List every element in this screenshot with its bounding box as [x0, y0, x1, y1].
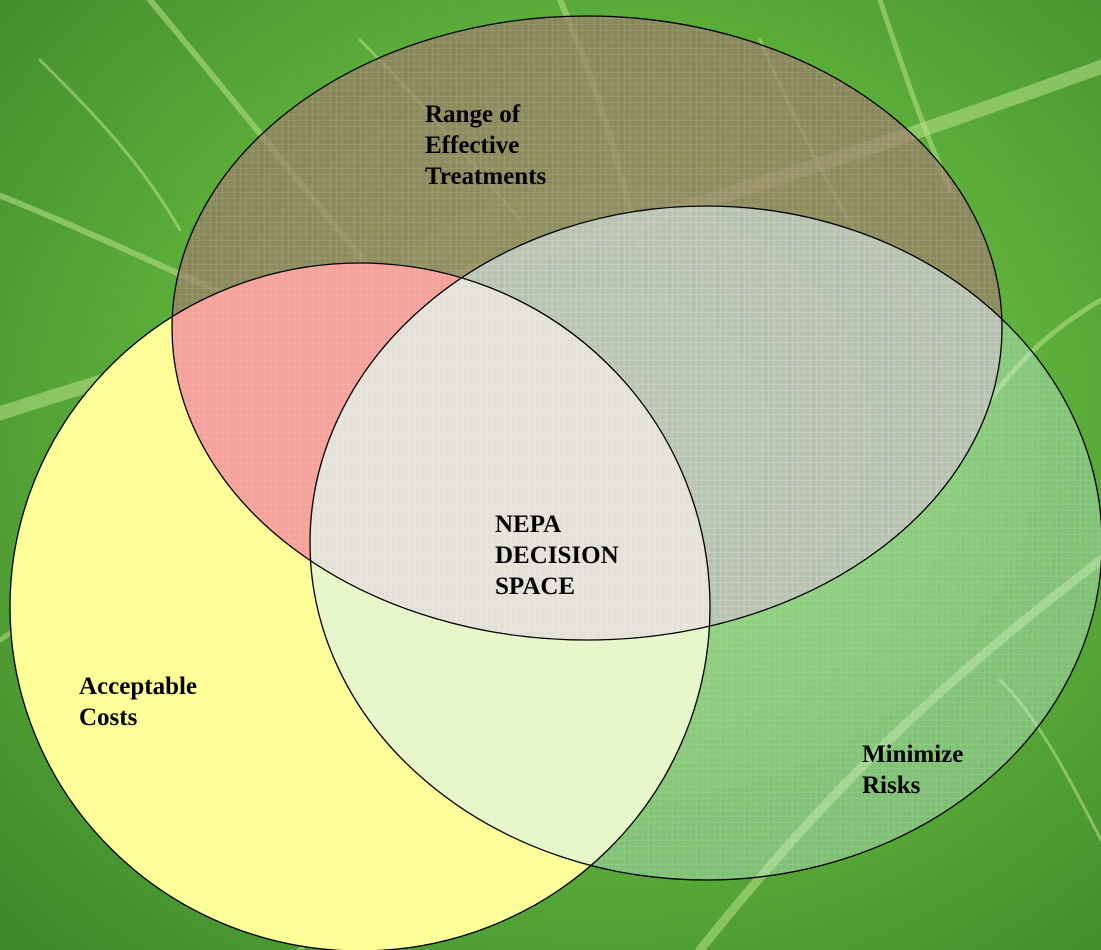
label-effective-treatments: Range of Effective Treatments	[425, 99, 546, 192]
outline-acceptable-costs	[9, 262, 711, 950]
label-line: Range of	[425, 101, 521, 128]
label-line: DECISION	[495, 542, 619, 569]
label-acceptable-costs: Acceptable Costs	[79, 671, 197, 733]
outline-minimize-risks	[309, 205, 1101, 881]
label-line: SPACE	[495, 573, 576, 600]
label-line: Minimize	[862, 741, 964, 768]
label-nepa-decision-space: NEPA DECISION SPACE	[495, 509, 619, 602]
label-minimize-risks: Minimize Risks	[862, 739, 963, 801]
outline-effective-treatments	[171, 15, 1003, 641]
label-line: NEPA	[495, 511, 562, 538]
label-line: Treatments	[425, 163, 547, 190]
label-line: Risks	[862, 772, 921, 799]
label-line: Costs	[79, 704, 138, 731]
label-line: Effective	[425, 132, 520, 159]
label-line: Acceptable	[79, 673, 198, 700]
